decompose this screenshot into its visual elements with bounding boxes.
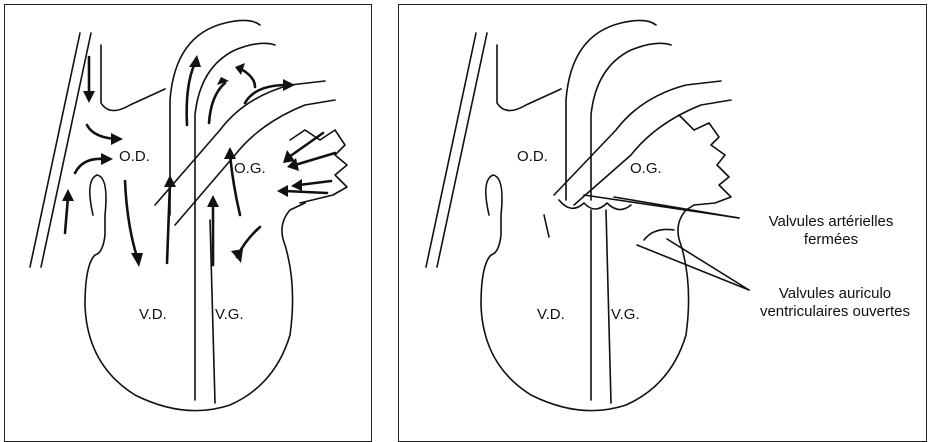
- av-valve-left: [544, 215, 549, 237]
- arrow-up-lv: [207, 195, 219, 265]
- arrow-up-pa: [164, 175, 176, 263]
- leader-av-2: [667, 239, 749, 290]
- heart-diagram-valves: O.D. O.G. V.D. V.G. Valvules artérielles…: [398, 4, 927, 442]
- vena-cava-right-1: [426, 33, 476, 267]
- arrow-pv-3: [291, 179, 331, 191]
- arterial-valve-1: [559, 200, 631, 210]
- label-right-ventricle-r: V.D.: [537, 307, 565, 322]
- arrow-down-rv: [125, 181, 143, 267]
- arrow-down-aorta: [209, 77, 229, 123]
- label-left-ventricle-r: V.G.: [611, 307, 640, 322]
- label-right-atrium: O.D.: [119, 149, 150, 164]
- arrow-pv-2: [287, 153, 335, 171]
- pulmonary-artery-r2: [574, 100, 731, 205]
- label-right-atrium-r: O.D.: [517, 149, 548, 164]
- leader-arterial-2: [614, 197, 739, 218]
- label-left-ventricle: V.G.: [215, 307, 244, 322]
- pulmonary-artery-r1: [554, 81, 721, 195]
- arrow-lung-right: [245, 79, 295, 103]
- arrow-up-aorta-2: [224, 147, 240, 215]
- heart-outer-wall-r: [481, 175, 694, 411]
- label-right-ventricle: V.D.: [139, 307, 167, 322]
- arrow-lung-left: [235, 63, 255, 87]
- annotation-arterial-valves: Valvules artérielles fermées: [741, 213, 921, 249]
- label-left-atrium-r: O.G.: [630, 161, 662, 176]
- annotation-av-valves: Valvules auriculo ventriculaires ouverte…: [749, 285, 921, 321]
- vena-cava-right-2: [437, 33, 487, 267]
- arrow-into-od-top: [87, 125, 123, 145]
- leader-av-1: [637, 245, 749, 290]
- arrow-down-lv: [231, 227, 260, 263]
- label-left-atrium: O.G.: [234, 161, 266, 176]
- blood-flow-arrows: [5, 5, 372, 442]
- pulmonary-veins-r: [679, 115, 731, 205]
- av-valve-right: [644, 229, 674, 240]
- heart-diagram-blood-flow: O.D. O.G. V.D. V.G.: [4, 4, 372, 442]
- arrow-into-od-bottom: [75, 153, 113, 173]
- superior-vena-cava-r: [497, 45, 561, 111]
- arrow-up-ivc: [62, 189, 74, 233]
- arrow-down-vc: [83, 57, 95, 103]
- arrow-up-aorta: [187, 55, 201, 125]
